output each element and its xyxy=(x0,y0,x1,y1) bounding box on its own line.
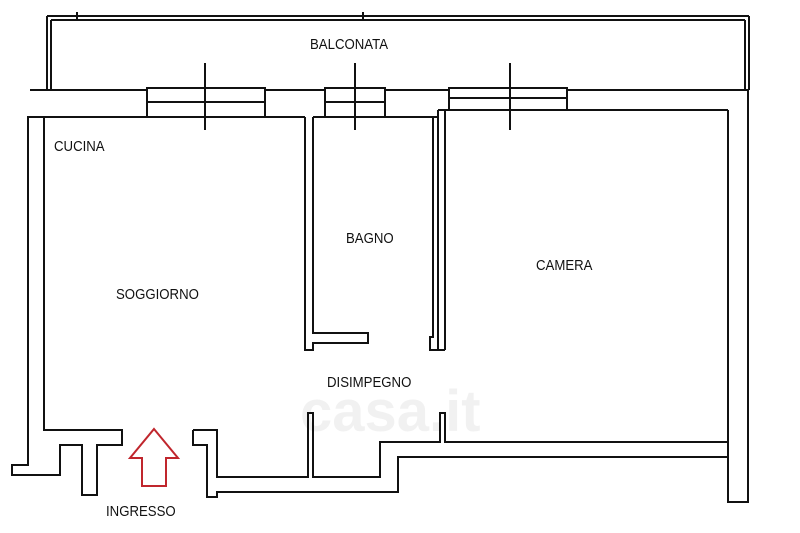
label-living: SOGGIORNO xyxy=(116,286,199,303)
balcony-railing xyxy=(46,12,750,90)
window-living xyxy=(146,63,266,130)
partition-wall xyxy=(304,117,369,351)
label-entrance: INGRESSO xyxy=(106,503,176,520)
watermark: casa.it xyxy=(300,379,481,444)
window-bathroom xyxy=(324,63,386,130)
label-hallway: DISIMPEGNO xyxy=(327,374,412,391)
label-bedroom: CAMERA xyxy=(536,257,593,274)
window-bedroom xyxy=(448,63,568,130)
label-balcony: BALCONATA xyxy=(310,36,389,53)
entrance-arrow-icon xyxy=(127,427,181,487)
label-bathroom: BAGNO xyxy=(346,230,394,247)
exterior-wall-right xyxy=(727,90,749,503)
exterior-wall-bottom xyxy=(193,412,728,478)
exterior-wall-left xyxy=(11,116,123,496)
label-kitchen: CUCINA xyxy=(54,138,105,155)
partition-wall xyxy=(429,110,439,351)
